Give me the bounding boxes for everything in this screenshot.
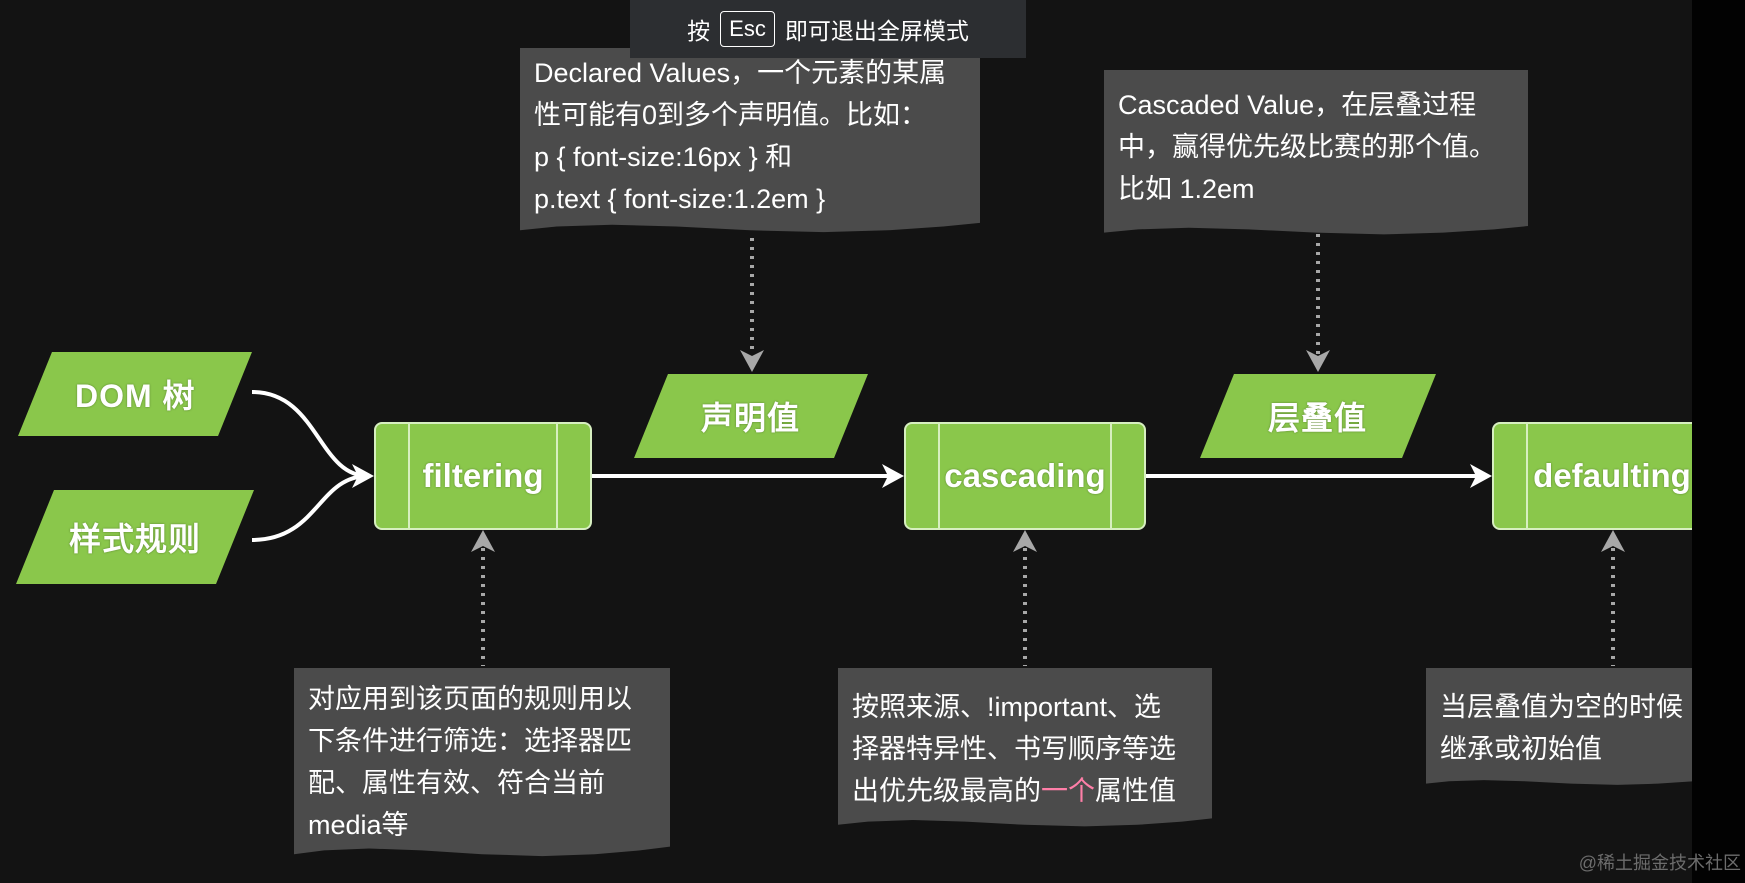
note-line: 出优先级最高的一个属性值 <box>852 770 1198 812</box>
note-line: media等 <box>308 810 409 840</box>
banner-suffix: 即可退出全屏模式 <box>784 18 969 44</box>
style-to-filtering-curve <box>251 474 369 542</box>
note-line: 对应用到该页面的规则用以 <box>308 684 632 714</box>
declared-value-node: 声明值 <box>634 374 868 458</box>
cascaded-value-node: 层叠值 <box>1200 374 1436 458</box>
note-line: 比如 1.2em <box>1118 174 1255 204</box>
style-rules-label: 样式规则 <box>68 521 201 557</box>
filtering-note: 对应用到该页面的规则用以 下条件进行筛选：选择器匹 配、属性有效、符合当前 me… <box>294 668 670 857</box>
dom-tree-label: DOM 树 <box>74 378 196 414</box>
banner-prefix: 按 <box>687 18 711 44</box>
style-rules-node: 样式规则 <box>16 490 254 584</box>
cascading-note: 按照来源、!important、选 择器特异性、书写顺序等选 出优先级最高的一个… <box>838 668 1212 827</box>
defaulting-note: 当层叠值为空的时候 继承或初始值 <box>1426 668 1692 785</box>
note-line: Cascaded Value，在层叠过程 <box>1118 90 1477 120</box>
note-line: p { font-size:16px } 和 <box>534 142 793 172</box>
connector-lines <box>251 234 1625 666</box>
defaulting-label: defaulting <box>1533 457 1691 494</box>
cascading-label: cascading <box>944 457 1106 494</box>
diagram-canvas: DOM 树 样式规则 声明值 层叠值 filtering cascading d… <box>16 0 1692 857</box>
note-line: 性可能有0到多个声明值。比如： <box>534 100 928 130</box>
note-line: 下条件进行筛选：选择器匹 <box>308 726 632 756</box>
note-line: Declared Values，一个元素的某属 <box>534 58 947 88</box>
filtering-stage: filtering <box>374 422 592 530</box>
note-line: 按照来源、!important、选 <box>852 692 1162 722</box>
dom-to-filtering-curve <box>251 390 369 478</box>
declared-values-note: Declared Values，一个元素的某属 性可能有0到多个声明值。比如： … <box>520 48 980 233</box>
cascading-stage: cascading <box>904 422 1146 530</box>
note-line: 择器特异性、书写顺序等选 <box>852 734 1176 764</box>
right-edge-bar <box>1692 0 1745 883</box>
esc-key-hint[interactable]: Esc <box>720 11 775 47</box>
note-line: 继承或初始值 <box>1440 734 1602 764</box>
highlight-text: 一个 <box>1041 776 1095 806</box>
note-line: p.text { font-size:1.2em } <box>534 184 826 214</box>
watermark: @稀土掘金技术社区 <box>1578 853 1741 873</box>
note-text: 出优先级最高的 <box>852 776 1041 806</box>
cascaded-value-label: 层叠值 <box>1268 400 1368 436</box>
declared-value-label: 声明值 <box>701 400 801 436</box>
cascaded-value-note: Cascaded Value，在层叠过程 中，赢得优先级比赛的那个值。 比如 1… <box>1104 70 1528 235</box>
dom-tree-node: DOM 树 <box>18 352 252 436</box>
defaulting-stage: defaulting <box>1492 422 1692 530</box>
note-text: 属性值 <box>1095 776 1176 806</box>
filtering-label: filtering <box>422 457 544 494</box>
fullscreen-exit-banner: 按 Esc 即可退出全屏模式 <box>630 0 1026 58</box>
note-line: 当层叠值为空的时候 <box>1440 692 1683 722</box>
note-line: 中，赢得优先级比赛的那个值。 <box>1118 132 1496 162</box>
note-line: 配、属性有效、符合当前 <box>308 768 605 798</box>
filtering-arrowhead <box>352 464 374 488</box>
